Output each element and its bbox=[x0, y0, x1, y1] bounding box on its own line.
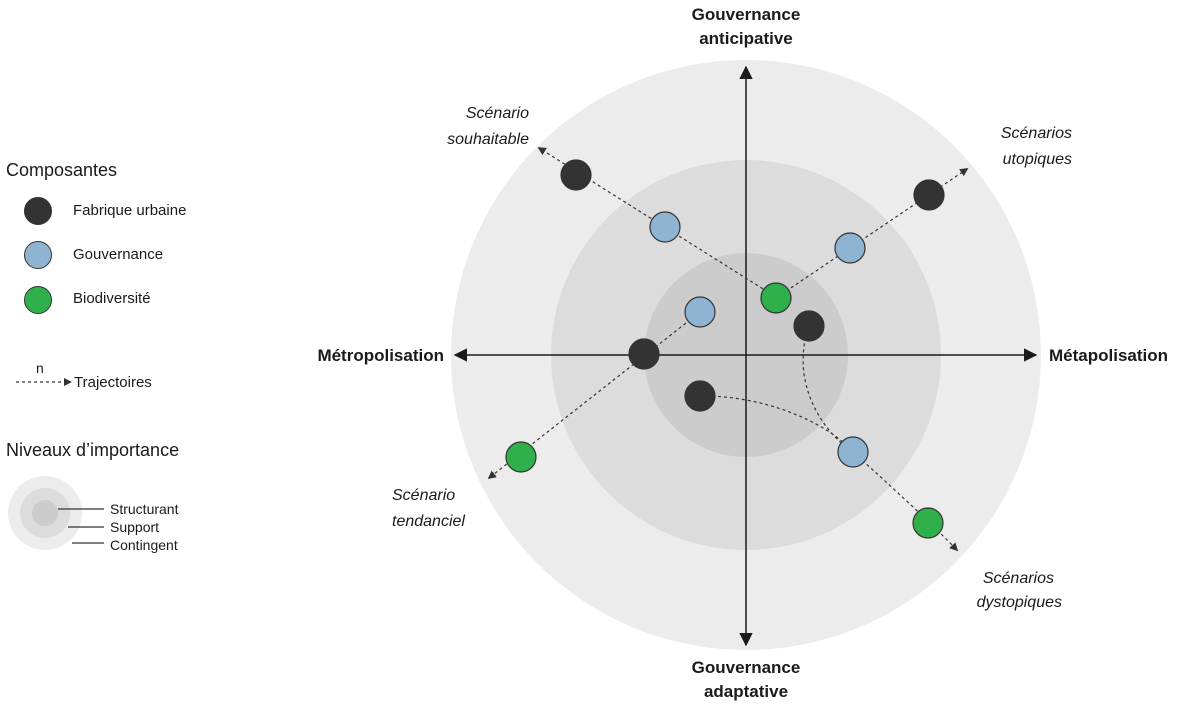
axis-label-right: Métapolisation bbox=[1049, 346, 1168, 365]
legend-item-gouvernance: Gouvernance bbox=[73, 246, 164, 263]
fabrique-urbaine-circle-icon bbox=[24, 197, 52, 225]
biodiversite-circle bbox=[760, 282, 792, 314]
scenario-label-tendanciel-line2: tendanciel bbox=[392, 513, 465, 530]
legend-level-structurant: Structurant bbox=[110, 501, 179, 517]
scenario-label-utopiques-line1: Scénarios bbox=[1001, 125, 1072, 142]
axis-label-bottom-line1: Gouvernance bbox=[692, 658, 801, 677]
legend-trajectory-n: n bbox=[36, 360, 44, 376]
scenario-label-tendanciel-line1: Scénario bbox=[392, 487, 455, 504]
importance-levels-icon bbox=[8, 476, 104, 550]
axis-label-top-line2: anticipative bbox=[699, 29, 793, 48]
biodiversite-circle bbox=[912, 507, 944, 539]
scenario-label-utopiques-line2: utopiques bbox=[1003, 151, 1072, 168]
legend: Composantes Fabrique urbaine Gouvernance… bbox=[0, 0, 260, 710]
legend-trajectory-label: Trajectoires bbox=[74, 374, 152, 391]
legend-level-contingent: Contingent bbox=[110, 537, 178, 553]
scenario-label-souhaitable-line1: Scénario bbox=[466, 105, 529, 122]
trajectory-dystopiques-b bbox=[699, 395, 854, 453]
axis-label-bottom-line2: adaptative bbox=[704, 682, 788, 701]
legend-components-title: Composantes bbox=[6, 160, 118, 180]
legend-item-biodiversite: Biodiversité bbox=[73, 290, 151, 307]
scenario-label-souhaitable-line2: souhaitable bbox=[447, 131, 529, 148]
axis-label-left: Métropolisation bbox=[317, 346, 444, 365]
biodiversite-circle bbox=[505, 441, 537, 473]
legend-item-fabrique-urbaine: Fabrique urbaine bbox=[73, 202, 187, 219]
fabrique-urbaine-circle bbox=[560, 159, 592, 191]
gouvernance-circle bbox=[834, 232, 866, 264]
fabrique-urbaine-circle bbox=[628, 338, 660, 370]
fabrique-urbaine-circle bbox=[913, 179, 945, 211]
gouvernance-circle bbox=[649, 211, 681, 243]
legend-level-support: Support bbox=[110, 519, 160, 535]
gouvernance-circle-icon bbox=[24, 241, 52, 269]
axis-label-top-line1: Gouvernance bbox=[692, 5, 801, 24]
dashed-arrow-icon bbox=[16, 378, 72, 386]
scenario-label-dystopiques-line1: Scénarios bbox=[983, 570, 1054, 587]
fabrique-urbaine-circle bbox=[684, 380, 716, 412]
scenario-label-dystopiques-line2: dystopiques bbox=[977, 594, 1062, 611]
legend-levels-title: Niveaux d’importance bbox=[6, 440, 180, 460]
biodiversite-circle-icon bbox=[24, 286, 52, 314]
gouvernance-circle bbox=[684, 296, 716, 328]
gouvernance-circle bbox=[837, 436, 869, 468]
fabrique-urbaine-circle bbox=[793, 310, 825, 342]
